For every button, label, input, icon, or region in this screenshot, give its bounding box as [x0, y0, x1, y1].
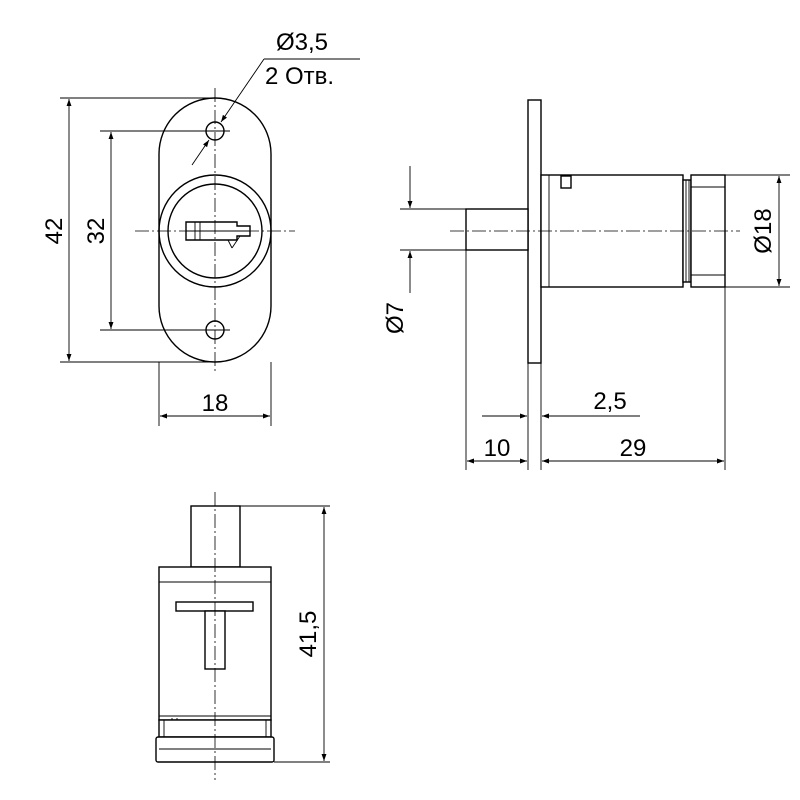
dim-pin-diameter: Ø7 — [382, 166, 466, 334]
bottom-view: 41,5 — [155, 492, 330, 780]
dim-total-length: 41,5 — [240, 505, 330, 763]
dim-total-height: 42 — [41, 97, 215, 363]
dim-18-label: 18 — [202, 390, 229, 417]
dim-42-label: 42 — [41, 218, 68, 245]
hole-count-label: 2 Отв. — [265, 63, 334, 90]
dim-width: 18 — [158, 362, 272, 426]
dim-2-5-label: 2,5 — [593, 388, 626, 415]
dim-pin-length: 10 — [467, 435, 527, 464]
side-flange — [527, 99, 542, 364]
dim-flange-thickness: 2,5 — [482, 388, 640, 419]
side-pin — [465, 208, 529, 251]
side-tab — [560, 175, 572, 189]
dim-d18-label: Ø18 — [750, 208, 777, 253]
dim-hole-callout: Ø3,5 2 Отв. — [191, 29, 360, 166]
side-view: Ø7 Ø18 2,5 10 29 — [382, 99, 790, 470]
dim-10-label: 10 — [484, 435, 511, 462]
dim-41-5-label: 41,5 — [295, 611, 322, 658]
key-slot-icon — [185, 221, 251, 249]
hole-diameter-label: Ø3,5 — [276, 29, 328, 56]
dim-32-label: 32 — [83, 218, 110, 245]
dim-body-length: 29 — [542, 435, 724, 464]
dim-29-label: 29 — [620, 435, 647, 462]
bottom-pin — [190, 505, 241, 568]
cylinder-outer-ring — [158, 174, 272, 288]
dim-body-diameter: Ø18 — [725, 174, 790, 288]
cylinder-inner-ring — [167, 183, 263, 279]
front-view: 42 32 18 Ø3,5 2 Отв. — [41, 29, 360, 426]
dim-d7-label: Ø7 — [382, 302, 409, 334]
dim-hole-spacing: 32 — [83, 130, 205, 331]
